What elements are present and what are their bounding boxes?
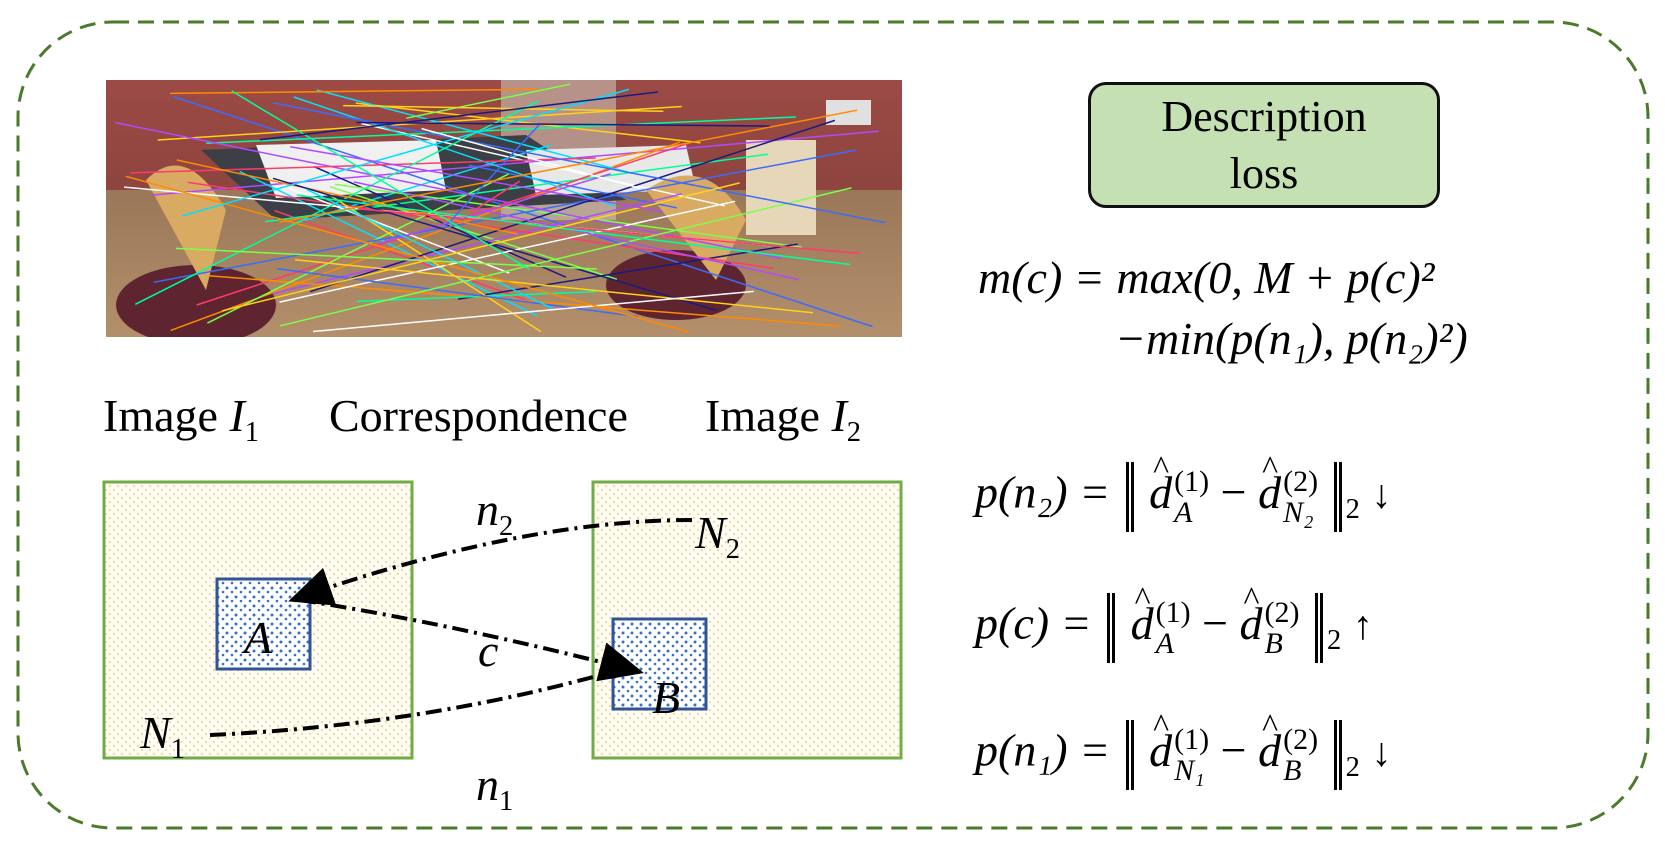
match-line	[287, 187, 510, 274]
loss-box-line2: loss	[1229, 149, 1299, 198]
match-line	[277, 267, 638, 318]
label-B: B	[652, 672, 681, 723]
loss-box-line1: Description	[1161, 91, 1367, 141]
label-N2: N2	[695, 507, 740, 566]
correspondence-photo	[106, 80, 902, 337]
match-line	[445, 124, 540, 227]
match-line	[274, 209, 537, 305]
arrow-up-icon: ↑	[1352, 602, 1373, 648]
match-line	[176, 159, 518, 235]
match-line	[206, 116, 796, 144]
match-line	[406, 83, 571, 119]
match-line	[361, 122, 725, 207]
match-line	[175, 247, 597, 270]
match-line	[313, 165, 567, 278]
match-line	[221, 182, 740, 312]
caption-image1: Image I1	[103, 390, 260, 449]
match-line	[470, 180, 521, 214]
match-line	[279, 200, 736, 303]
match-line	[290, 145, 663, 213]
label-c: c	[478, 625, 499, 676]
label-A: A	[244, 612, 273, 663]
match-line	[316, 89, 633, 175]
match-line	[296, 194, 851, 266]
match-line	[130, 157, 596, 174]
match-line	[356, 121, 771, 127]
match-line	[172, 95, 873, 328]
match-line	[151, 130, 879, 196]
description-loss-box: Description loss	[1088, 82, 1440, 208]
match-line	[231, 90, 530, 271]
match-line	[170, 88, 538, 95]
arrow-down-icon: ↓	[1371, 471, 1392, 517]
match-line	[295, 258, 814, 314]
label-n1: n1	[476, 759, 514, 818]
curve-c	[299, 598, 644, 682]
match-line	[355, 102, 701, 144]
outer-frame	[16, 20, 1650, 830]
match-line	[115, 121, 782, 260]
arrow-down-icon: ↓	[1371, 729, 1392, 775]
caption-image2: Image I2	[705, 390, 862, 449]
curve-n2	[288, 518, 693, 606]
formula-m-line2: −min(p(n₁), p(n₂)²)	[1115, 313, 1468, 364]
caption-correspondence: Correspondence	[329, 390, 628, 441]
match-line	[279, 109, 858, 224]
formula-p-n2: p(n₂) = ^d(1)A − ^d(2)N₂ 2 ↓	[975, 451, 1392, 532]
match-line	[280, 187, 852, 327]
match-line	[468, 164, 678, 209]
match-line	[181, 88, 630, 217]
match-line	[134, 100, 539, 305]
match-line	[313, 290, 754, 333]
match-line	[259, 91, 659, 141]
label-n2: n2	[476, 484, 514, 543]
match-line	[343, 104, 664, 113]
match-line	[421, 127, 641, 190]
match-line	[309, 119, 836, 293]
match-line	[125, 175, 689, 333]
match-line	[207, 173, 510, 324]
match-line	[153, 149, 856, 284]
match-line	[329, 185, 618, 281]
formula-m-line1: m(c) = max(0, M + p(c)²	[978, 252, 1435, 303]
label-N1: N1	[140, 707, 185, 766]
formula-p-c: p(c) = ^d(1)A − ^d(2)B 2 ↑	[975, 582, 1373, 663]
match-line	[239, 170, 538, 317]
match-line	[356, 290, 596, 303]
formula-p-n1: p(n₁) = ^d(1)N₁ − ^d(2)B 2 ↓	[975, 709, 1392, 790]
match-line	[378, 173, 611, 245]
match-line	[272, 177, 717, 312]
